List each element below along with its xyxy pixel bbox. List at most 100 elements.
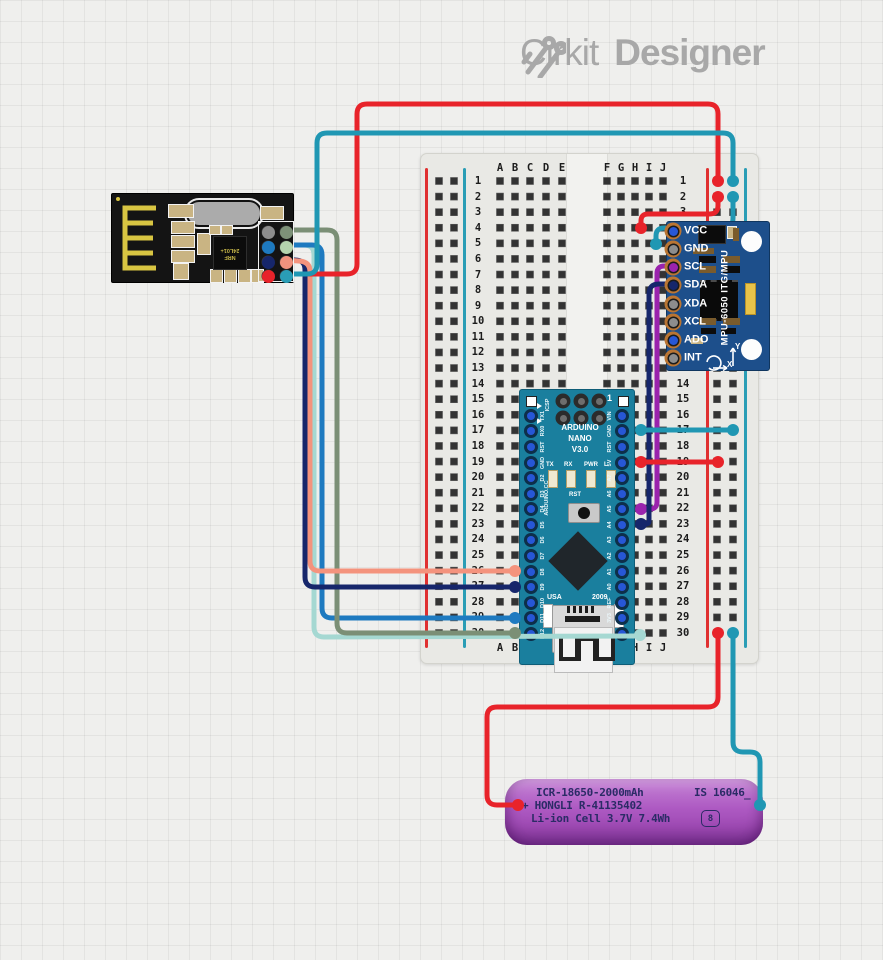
breadboard-hole[interactable] xyxy=(511,473,519,481)
breadboard-hole[interactable] xyxy=(435,551,443,559)
breadboard-hole[interactable] xyxy=(450,473,458,481)
breadboard-hole[interactable] xyxy=(435,317,443,326)
breadboard-hole[interactable] xyxy=(496,582,504,591)
breadboard-hole[interactable] xyxy=(450,582,458,591)
breadboard-hole[interactable] xyxy=(435,333,443,341)
breadboard-hole[interactable] xyxy=(435,426,443,435)
breadboard-hole[interactable] xyxy=(511,457,519,466)
breadboard-hole[interactable] xyxy=(496,520,504,528)
breadboard-hole[interactable] xyxy=(450,457,458,466)
breadboard-hole[interactable] xyxy=(645,208,653,216)
breadboard-hole[interactable] xyxy=(645,488,653,497)
breadboard-hole[interactable] xyxy=(511,364,519,372)
breadboard-hole[interactable] xyxy=(450,442,458,450)
breadboard-hole[interactable] xyxy=(631,301,639,310)
breadboard-hole[interactable] xyxy=(713,629,721,637)
breadboard-hole[interactable] xyxy=(558,301,566,310)
breadboard-hole[interactable] xyxy=(603,270,611,279)
breadboard-hole[interactable] xyxy=(729,410,737,419)
nano-pin-a0[interactable] xyxy=(615,580,629,595)
breadboard-hole[interactable] xyxy=(729,379,737,388)
breadboard-hole[interactable] xyxy=(496,473,504,481)
breadboard-hole[interactable] xyxy=(645,504,653,513)
breadboard-hole[interactable] xyxy=(659,629,667,637)
mpu-pin-scl[interactable] xyxy=(664,258,682,276)
breadboard-hole[interactable] xyxy=(645,301,653,310)
breadboard-hole[interactable] xyxy=(526,177,534,185)
breadboard-hole[interactable] xyxy=(729,566,737,575)
breadboard-hole[interactable] xyxy=(713,395,721,404)
nano-pin-a3[interactable] xyxy=(615,533,629,548)
nano-pin-d6[interactable] xyxy=(524,533,538,548)
breadboard-hole[interactable] xyxy=(645,395,653,404)
breadboard-hole[interactable] xyxy=(435,566,443,575)
breadboard-hole[interactable] xyxy=(558,177,566,185)
breadboard-hole[interactable] xyxy=(526,270,534,279)
breadboard-hole[interactable] xyxy=(713,426,721,435)
breadboard-hole[interactable] xyxy=(729,426,737,435)
nano-pin-rst[interactable] xyxy=(524,439,538,454)
breadboard-hole[interactable] xyxy=(496,488,504,497)
breadboard-hole[interactable] xyxy=(526,192,534,201)
breadboard-hole[interactable] xyxy=(511,410,519,419)
breadboard-hole[interactable] xyxy=(435,520,443,528)
mpu-pin-xda[interactable] xyxy=(664,295,682,313)
breadboard-hole[interactable] xyxy=(496,333,504,341)
breadboard-hole[interactable] xyxy=(645,566,653,575)
breadboard-hole[interactable] xyxy=(511,255,519,263)
breadboard-hole[interactable] xyxy=(617,239,625,248)
breadboard-hole[interactable] xyxy=(542,208,550,216)
breadboard-hole[interactable] xyxy=(603,348,611,357)
breadboard-hole[interactable] xyxy=(631,223,639,232)
breadboard-hole[interactable] xyxy=(496,598,504,606)
breadboard-hole[interactable] xyxy=(603,239,611,248)
breadboard-hole[interactable] xyxy=(617,223,625,232)
breadboard-hole[interactable] xyxy=(435,301,443,310)
breadboard-hole[interactable] xyxy=(511,426,519,435)
breadboard-hole[interactable] xyxy=(617,286,625,294)
breadboard-hole[interactable] xyxy=(558,348,566,357)
breadboard-hole[interactable] xyxy=(659,504,667,513)
nano-pin-d3[interactable] xyxy=(524,486,538,501)
breadboard-hole[interactable] xyxy=(645,317,653,326)
breadboard-hole[interactable] xyxy=(729,442,737,450)
breadboard-hole[interactable] xyxy=(496,379,504,388)
breadboard-hole[interactable] xyxy=(526,208,534,216)
nano-pin-3v3[interactable] xyxy=(615,611,629,626)
breadboard-hole[interactable] xyxy=(542,255,550,263)
nano-pin-tx1[interactable] xyxy=(524,408,538,423)
breadboard-hole[interactable] xyxy=(511,348,519,357)
nrf-pin-r1[interactable] xyxy=(279,225,293,239)
breadboard-hole[interactable] xyxy=(603,192,611,201)
breadboard-hole[interactable] xyxy=(713,442,721,450)
breadboard-hole[interactable] xyxy=(645,457,653,466)
breadboard-hole[interactable] xyxy=(729,208,737,216)
breadboard-hole[interactable] xyxy=(645,582,653,591)
breadboard-hole[interactable] xyxy=(631,208,639,216)
breadboard-hole[interactable] xyxy=(511,488,519,497)
breadboard-hole[interactable] xyxy=(645,629,653,637)
breadboard-hole[interactable] xyxy=(496,395,504,404)
breadboard-hole[interactable] xyxy=(603,379,611,388)
breadboard-hole[interactable] xyxy=(511,301,519,310)
breadboard-hole[interactable] xyxy=(450,379,458,388)
breadboard-hole[interactable] xyxy=(496,426,504,435)
breadboard-hole[interactable] xyxy=(713,192,721,201)
breadboard-hole[interactable] xyxy=(645,442,653,450)
breadboard-hole[interactable] xyxy=(450,286,458,294)
breadboard-hole[interactable] xyxy=(450,426,458,435)
breadboard-hole[interactable] xyxy=(729,177,737,185)
breadboard-hole[interactable] xyxy=(617,208,625,216)
breadboard-hole[interactable] xyxy=(645,348,653,357)
breadboard-hole[interactable] xyxy=(450,629,458,637)
nano-pin-gnd[interactable] xyxy=(615,424,629,439)
breadboard-hole[interactable] xyxy=(617,192,625,201)
breadboard-hole[interactable] xyxy=(713,208,721,216)
mpu-pin-vcc[interactable] xyxy=(664,222,682,240)
breadboard-hole[interactable] xyxy=(558,270,566,279)
breadboard-hole[interactable] xyxy=(713,504,721,513)
breadboard-hole[interactable] xyxy=(645,286,653,294)
breadboard-hole[interactable] xyxy=(542,301,550,310)
breadboard-hole[interactable] xyxy=(617,177,625,185)
